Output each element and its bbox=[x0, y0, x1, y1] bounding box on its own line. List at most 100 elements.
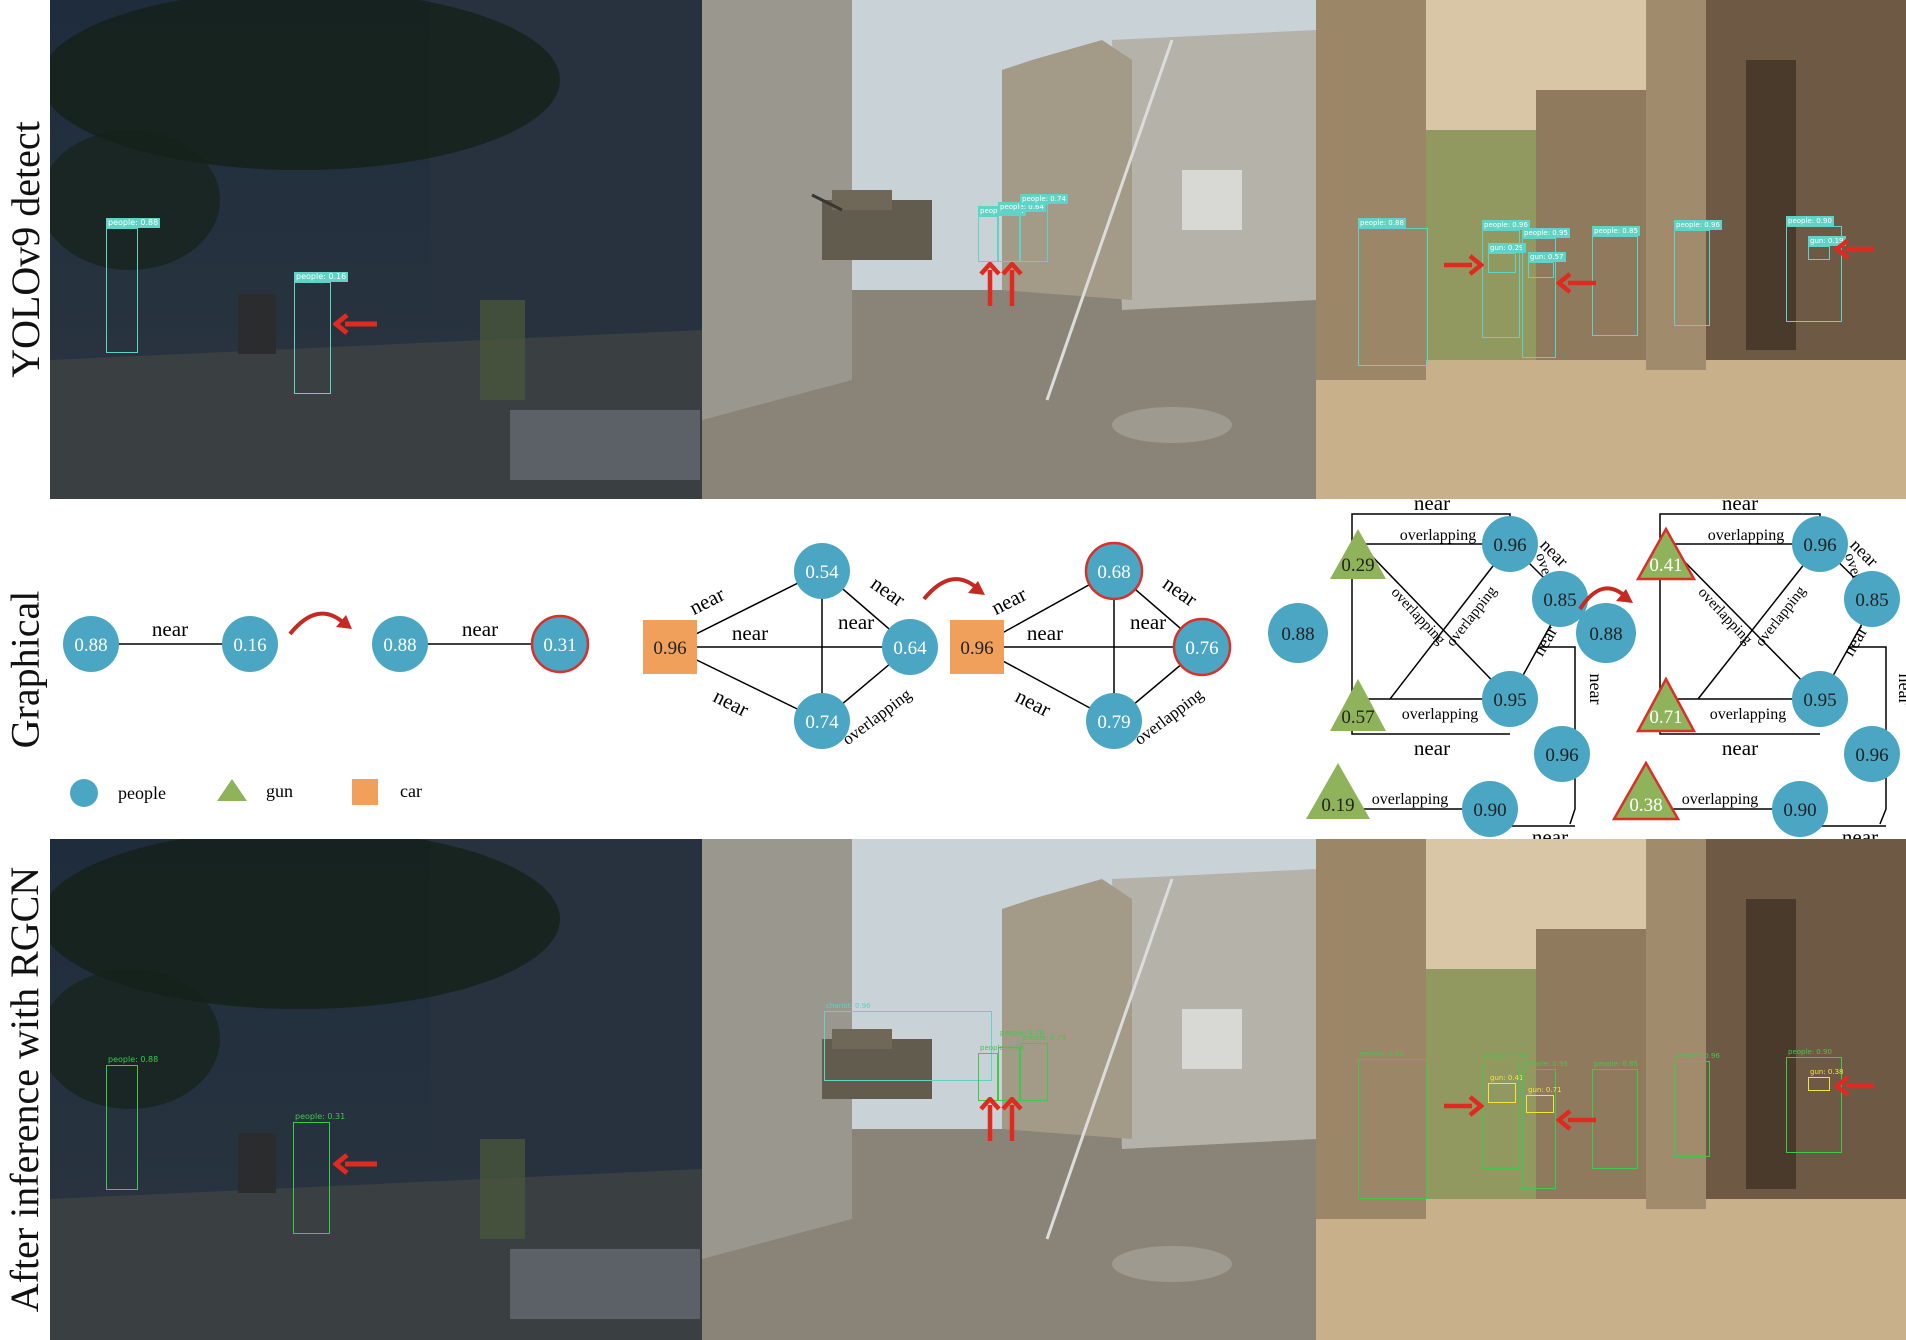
people-node-updated bbox=[1172, 617, 1232, 677]
detection-box: people: 0.96 bbox=[1674, 220, 1722, 326]
detection-box: people: 0.95 bbox=[1522, 1060, 1568, 1189]
detection-box: people: 0.88 bbox=[1358, 1050, 1428, 1199]
node-score: 0.16 bbox=[233, 635, 266, 656]
detection-box: gun: 0.41 bbox=[1488, 1074, 1524, 1103]
node-score: 0.95 bbox=[1803, 690, 1836, 711]
detection-label: people: 0.96 bbox=[1484, 1052, 1528, 1060]
detection-label: people: 0.88 bbox=[1360, 1050, 1404, 1058]
detection-label: people: 0.96 bbox=[1676, 1052, 1720, 1060]
edge-label-near: near bbox=[1722, 736, 1758, 760]
red-arrow-icon bbox=[1556, 272, 1596, 294]
edge-label-near: near bbox=[1528, 623, 1561, 660]
detection-label: people: 0.88 bbox=[106, 218, 161, 228]
legend-gun-icon bbox=[217, 779, 247, 801]
row-label-rgcn-text: After inference with RGCN bbox=[2, 866, 48, 1313]
node-score: 0.38 bbox=[1629, 795, 1662, 816]
detection-box: people: 0.96 bbox=[1674, 1052, 1720, 1157]
detection-box: people: 0.76 bbox=[998, 1029, 1044, 1101]
car-node bbox=[643, 620, 697, 674]
edge-label-near: near bbox=[866, 571, 909, 611]
edge-label-near: near bbox=[732, 621, 768, 645]
legend-gun-label: gun bbox=[266, 781, 293, 801]
people-node bbox=[1086, 693, 1142, 749]
detection-box: people: 0.96 bbox=[1482, 220, 1530, 338]
graph3-before: near overlapping overlapping overlapping… bbox=[1268, 499, 1606, 839]
edge-label-near: near bbox=[1532, 825, 1568, 839]
node-score: 0.31 bbox=[543, 635, 576, 656]
scene-street-tank-rgcn: chariot: 0.96 people: 0.68 people: 0.76 … bbox=[702, 839, 1316, 1340]
detection-box: people: 0.16 bbox=[294, 272, 349, 394]
graph2-after: near near near near near overlapping 0.9… bbox=[950, 541, 1232, 749]
edge-label-overlapping: overlapping bbox=[1388, 585, 1449, 649]
scene-night-yolo: people: 0.88 people: 0.16 bbox=[50, 0, 702, 499]
people-node bbox=[1792, 671, 1848, 727]
detection-label: people: 0.79 bbox=[1022, 1034, 1066, 1042]
node-score: 0.54 bbox=[805, 562, 839, 583]
red-arrow-icon bbox=[1834, 1075, 1874, 1097]
detection-box: gun: 0.38 bbox=[1808, 1068, 1844, 1091]
edge-label-overlapping: overlapping bbox=[1710, 706, 1786, 723]
people-node bbox=[222, 616, 278, 672]
transition-arrowhead-icon bbox=[1616, 589, 1633, 603]
night-scene-image bbox=[50, 0, 702, 499]
people-node bbox=[1576, 603, 1636, 663]
gun-node-updated bbox=[1635, 676, 1697, 733]
node-score: 0.41 bbox=[1649, 555, 1682, 576]
people-node bbox=[1844, 726, 1900, 782]
detection-label: people: 0.76 bbox=[1000, 1029, 1044, 1037]
node-score: 0.29 bbox=[1341, 555, 1374, 576]
legend-people-icon bbox=[70, 779, 98, 807]
transition-arrow-icon bbox=[1578, 586, 1628, 611]
detection-box: people: 0.90 bbox=[1786, 1048, 1842, 1153]
graph-panel: near 0.88 0.16 near 0.88 0.31 near near … bbox=[63, 499, 1906, 839]
people-node bbox=[794, 543, 850, 599]
detection-label: people: 0.64 bbox=[998, 202, 1046, 212]
people-node bbox=[1532, 571, 1588, 627]
red-arrow-icon bbox=[1834, 238, 1874, 260]
detection-box: gun: 0.57 bbox=[1528, 252, 1566, 278]
node-score: 0.88 bbox=[74, 635, 107, 656]
edge-label-near: near bbox=[1842, 825, 1878, 839]
node-score: 0.74 bbox=[805, 712, 839, 733]
people-node bbox=[1844, 571, 1900, 627]
red-arrow-icon bbox=[979, 1097, 1023, 1141]
detection-label: people: 0.68 bbox=[980, 1044, 1024, 1052]
node-score: 0.85 bbox=[1543, 590, 1576, 611]
gun-node-updated bbox=[1611, 760, 1681, 821]
detection-box: people: 0.74 bbox=[1020, 194, 1068, 262]
node-score: 0.96 bbox=[653, 638, 686, 659]
compound-scene-image bbox=[1316, 839, 1906, 1340]
edge-label-overlapping: overlapping bbox=[1402, 706, 1478, 723]
detection-label: chariot: 0.96 bbox=[826, 1002, 871, 1010]
transition-arrowhead-icon bbox=[336, 615, 352, 629]
detection-label: gun: 0.19 bbox=[1808, 236, 1846, 246]
edge-label-near: near bbox=[838, 610, 874, 634]
detection-label: gun: 0.71 bbox=[1528, 1086, 1562, 1094]
node-score: 0.68 bbox=[1097, 562, 1130, 583]
detection-box: people: 0.79 bbox=[1020, 1034, 1066, 1101]
detection-label: people: 0.74 bbox=[1020, 194, 1068, 204]
node-score: 0.96 bbox=[1545, 745, 1578, 766]
red-arrow-icon bbox=[1444, 1095, 1484, 1117]
graph1-after: near 0.88 0.31 bbox=[372, 614, 590, 674]
people-node bbox=[1792, 516, 1848, 572]
node-score: 0.96 bbox=[1493, 535, 1526, 556]
node-score: 0.88 bbox=[1281, 624, 1314, 645]
legend-people-label: people bbox=[118, 783, 166, 803]
edge-label-near: near bbox=[1838, 623, 1871, 660]
node-score: 0.71 bbox=[1649, 707, 1682, 728]
row-label-rgcn: After inference with RGCN bbox=[0, 839, 50, 1340]
edge-label-near: near bbox=[987, 582, 1030, 620]
red-arrow-icon bbox=[1444, 254, 1484, 276]
transition-arrow-icon bbox=[922, 577, 980, 601]
edge-label-near: near bbox=[1414, 499, 1450, 515]
detection-label: gun: 0.29 bbox=[1488, 243, 1526, 253]
detection-box: gun: 0.71 bbox=[1526, 1086, 1562, 1113]
node-score: 0.85 bbox=[1855, 590, 1888, 611]
red-arrow-icon bbox=[333, 313, 377, 335]
transition-arrow-icon bbox=[288, 611, 347, 636]
detection-box: people: 0.96 bbox=[1482, 1052, 1528, 1169]
detection-label: people: 0.96 bbox=[1482, 220, 1530, 230]
detection-box: people: 0.64 bbox=[998, 202, 1046, 262]
street-scene-image bbox=[702, 839, 1316, 1340]
